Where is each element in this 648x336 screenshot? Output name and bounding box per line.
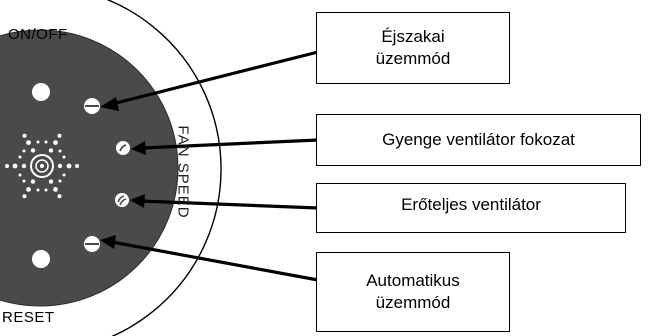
arrow-weak-fan bbox=[141, 138, 319, 150]
weak-fan-callout: Gyenge ventilátor fokozat bbox=[316, 114, 641, 166]
strong-fan-button[interactable] bbox=[115, 193, 129, 207]
arrow-auto-mode-head bbox=[100, 235, 116, 249]
night-mode-line-1: Éjszakai bbox=[381, 27, 445, 46]
auto-mode-callout: Automatikus üzemmód bbox=[316, 252, 510, 332]
auto-mode-line-1: Automatikus bbox=[366, 271, 460, 290]
arrow-night-mode bbox=[111, 50, 319, 106]
night-mode-callout: Éjszakai üzemmód bbox=[316, 12, 510, 84]
weak-fan-button[interactable] bbox=[116, 141, 130, 155]
auto-mode-button[interactable] bbox=[84, 236, 100, 252]
strong-fan-text: Erőteljes ventilátor bbox=[401, 195, 541, 214]
reset-label: RESET bbox=[2, 309, 55, 326]
arrow-strong-fan-head bbox=[130, 194, 145, 208]
arrow-strong-fan bbox=[140, 199, 319, 210]
arrow-weak-fan-head bbox=[131, 141, 146, 155]
night-mode-line-2: üzemmód bbox=[375, 49, 451, 68]
two-waves-icon bbox=[117, 195, 127, 206]
power-button-icon[interactable] bbox=[32, 83, 50, 101]
auto-mode-line-2: üzemmód bbox=[375, 293, 451, 312]
fan-speed-label: FAN SPEED bbox=[174, 125, 192, 219]
arrow-auto-mode bbox=[111, 240, 319, 282]
strong-fan-callout: Erőteljes ventilátor bbox=[316, 183, 626, 233]
on-off-label: ON/OFF bbox=[8, 26, 68, 43]
one-wave-icon bbox=[119, 144, 127, 152]
reset-button-icon[interactable] bbox=[32, 250, 50, 268]
night-mode-button[interactable] bbox=[84, 98, 100, 114]
weak-fan-text: Gyenge ventilátor fokozat bbox=[382, 130, 575, 149]
snowflake-display-icon bbox=[5, 133, 79, 199]
arrow-night-mode-head bbox=[100, 97, 119, 111]
